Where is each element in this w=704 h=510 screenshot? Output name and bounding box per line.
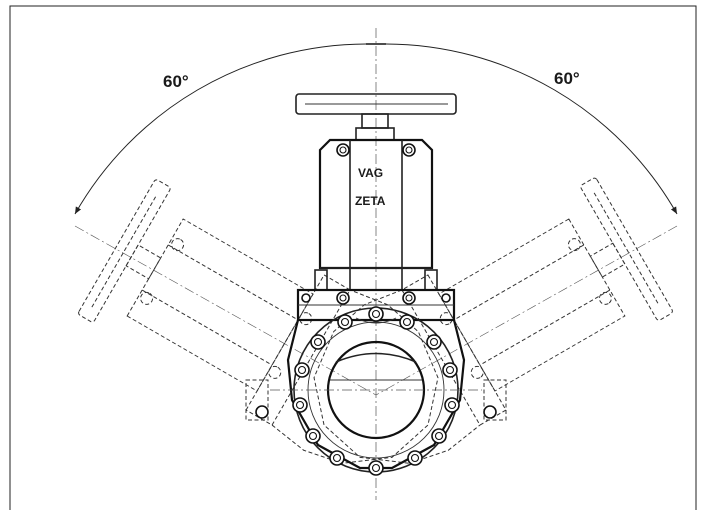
brand-vag: VAG [358, 166, 383, 180]
right-angle-label: 60° [554, 69, 580, 88]
right-bracket-bolt [483, 405, 497, 419]
drawing-frame [9, 5, 697, 510]
left-bracket-bolt [255, 405, 269, 419]
valve-body [270, 288, 482, 476]
right-bracket [483, 379, 507, 421]
left-angle-label: 60° [163, 72, 189, 91]
rotation-arc-right [385, 43, 678, 215]
left-angle-ref-line [74, 225, 377, 396]
left-rotated-actuator [74, 172, 471, 499]
stem-nut [361, 113, 389, 129]
rotation-arc-left [74, 43, 367, 215]
upright-actuator: VAG ZETA [295, 93, 457, 305]
right-rotated-actuator [281, 172, 678, 499]
brand-zeta: ZETA [355, 194, 386, 208]
left-bracket [245, 379, 269, 421]
flange-bolts [292, 306, 460, 476]
right-angle-ref-line [375, 225, 678, 396]
